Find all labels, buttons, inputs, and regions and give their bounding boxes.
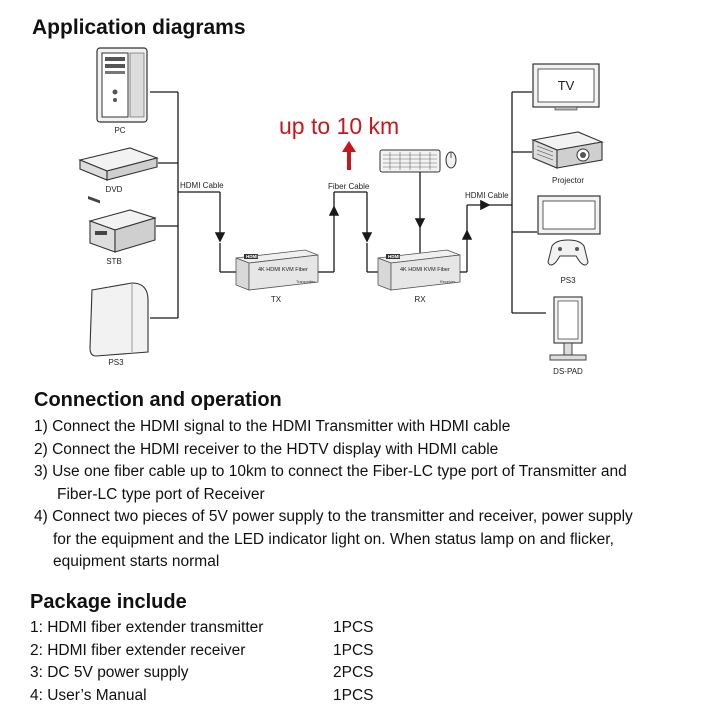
source-label-ps3: PS3 xyxy=(108,358,124,367)
up-arrow-icon xyxy=(342,141,356,170)
step-1: 1) Connect the HDMI signal to the HDMI T… xyxy=(34,416,714,439)
package-list: 1: HDMI fiber extender transmitter 1PCS … xyxy=(30,619,430,709)
package-item-qty: 1PCS xyxy=(333,686,374,704)
projector-icon xyxy=(531,131,604,169)
package-item-name: 2: HDMI fiber extender receiver xyxy=(30,641,246,659)
package-include-title: Package include xyxy=(30,591,187,613)
package-item: 2: HDMI fiber extender receiver 1PCS xyxy=(30,642,430,665)
rx-label: RX xyxy=(414,295,426,304)
tx-small-text: Transmitter xyxy=(296,280,316,284)
ps3-console-icon xyxy=(89,282,149,357)
step-3-line-2: Fiber-LC type port of Receiver xyxy=(57,485,265,503)
step-4-line-2: for the equipment and the LED indicator … xyxy=(53,530,614,548)
tx-brand-logo: HDMI xyxy=(246,254,258,259)
step-3-line-1: 3) Use one fiber cable up to 10km to con… xyxy=(34,463,627,480)
rx-small-text: Receiver xyxy=(440,280,456,284)
rx-device-text: 4K HDMI KVM Fiber xyxy=(400,267,450,273)
step-4-line-3: equipment starts normal xyxy=(53,553,220,570)
source-label-pc: PC xyxy=(114,126,125,135)
step-1-line-1: 1) Connect the HDMI signal to the HDMI T… xyxy=(34,418,511,435)
tv-screen-text: TV xyxy=(558,78,575,93)
application-diagrams-title: Application diagrams xyxy=(32,16,246,39)
package-item: 3: DC 5V power supply 2PCS xyxy=(30,664,430,687)
step-4-line-1: 4) Connect two pieces of 5V power supply… xyxy=(34,508,633,525)
tx-device-text: 4K HDMI KVM Fiber xyxy=(258,267,308,273)
sink-label-projector: Projector xyxy=(552,176,584,185)
step-2-line-1: 2) Connect the HDMI receiver to the HDTV… xyxy=(34,440,499,458)
dvd-icon xyxy=(78,147,159,204)
source-label-stb: STB xyxy=(106,257,122,266)
tv-icon xyxy=(532,63,600,111)
package-item: 4: User’s Manual 1PCS xyxy=(30,687,430,710)
right-hdmi-bus xyxy=(460,91,546,314)
hdmi-cable-left-label: HDMI Cable xyxy=(180,181,224,190)
package-item-qty: 1PCS xyxy=(333,641,374,659)
source-label-dvd: DVD xyxy=(106,185,123,194)
rx-brand-logo: HDMI xyxy=(388,254,400,259)
gamepad-icon xyxy=(547,239,589,266)
monitor-icon xyxy=(537,195,601,235)
step-3: 3) Use one fiber cable up to 10km to con… xyxy=(34,461,714,506)
package-item-qty: 2PCS xyxy=(333,664,374,681)
sink-label-ds-pad: DS-PAD xyxy=(553,367,583,376)
keyboard-icon xyxy=(379,149,441,173)
package-item-qty: 1PCS xyxy=(333,619,374,636)
package-item: 1: HDMI fiber extender transmitter 1PCS xyxy=(30,619,430,642)
steps-list: 1) Connect the HDMI signal to the HDMI T… xyxy=(34,416,714,574)
connection-operation-title: Connection and operation xyxy=(34,389,282,411)
step-4: 4) Connect two pieces of 5V power supply… xyxy=(34,506,714,574)
application-diagram: PC DVD STB PS3 HDMI Cable xyxy=(78,47,604,376)
package-item-name: 3: DC 5V power supply xyxy=(30,664,189,681)
fiber-cable-label: Fiber Cable xyxy=(328,182,370,191)
stb-icon xyxy=(88,209,157,253)
sink-label-ps3: PS3 xyxy=(560,276,576,285)
ds-pad-icon xyxy=(549,296,587,361)
fiber-cable-line xyxy=(318,191,378,273)
pc-icon xyxy=(96,47,148,123)
left-hdmi-bus xyxy=(150,91,236,319)
step-2: 2) Connect the HDMI receiver to the HDTV… xyxy=(34,439,714,462)
receiver-device xyxy=(377,249,461,291)
mouse-icon xyxy=(445,151,457,169)
tx-label: TX xyxy=(271,295,282,304)
distance-label: up to 10 km xyxy=(279,113,399,139)
hdmi-cable-right-label: HDMI Cable xyxy=(465,191,509,200)
package-item-name: 4: User’s Manual xyxy=(30,686,147,704)
package-item-name: 1: HDMI fiber extender transmitter xyxy=(30,619,264,636)
transmitter-device xyxy=(235,249,319,291)
